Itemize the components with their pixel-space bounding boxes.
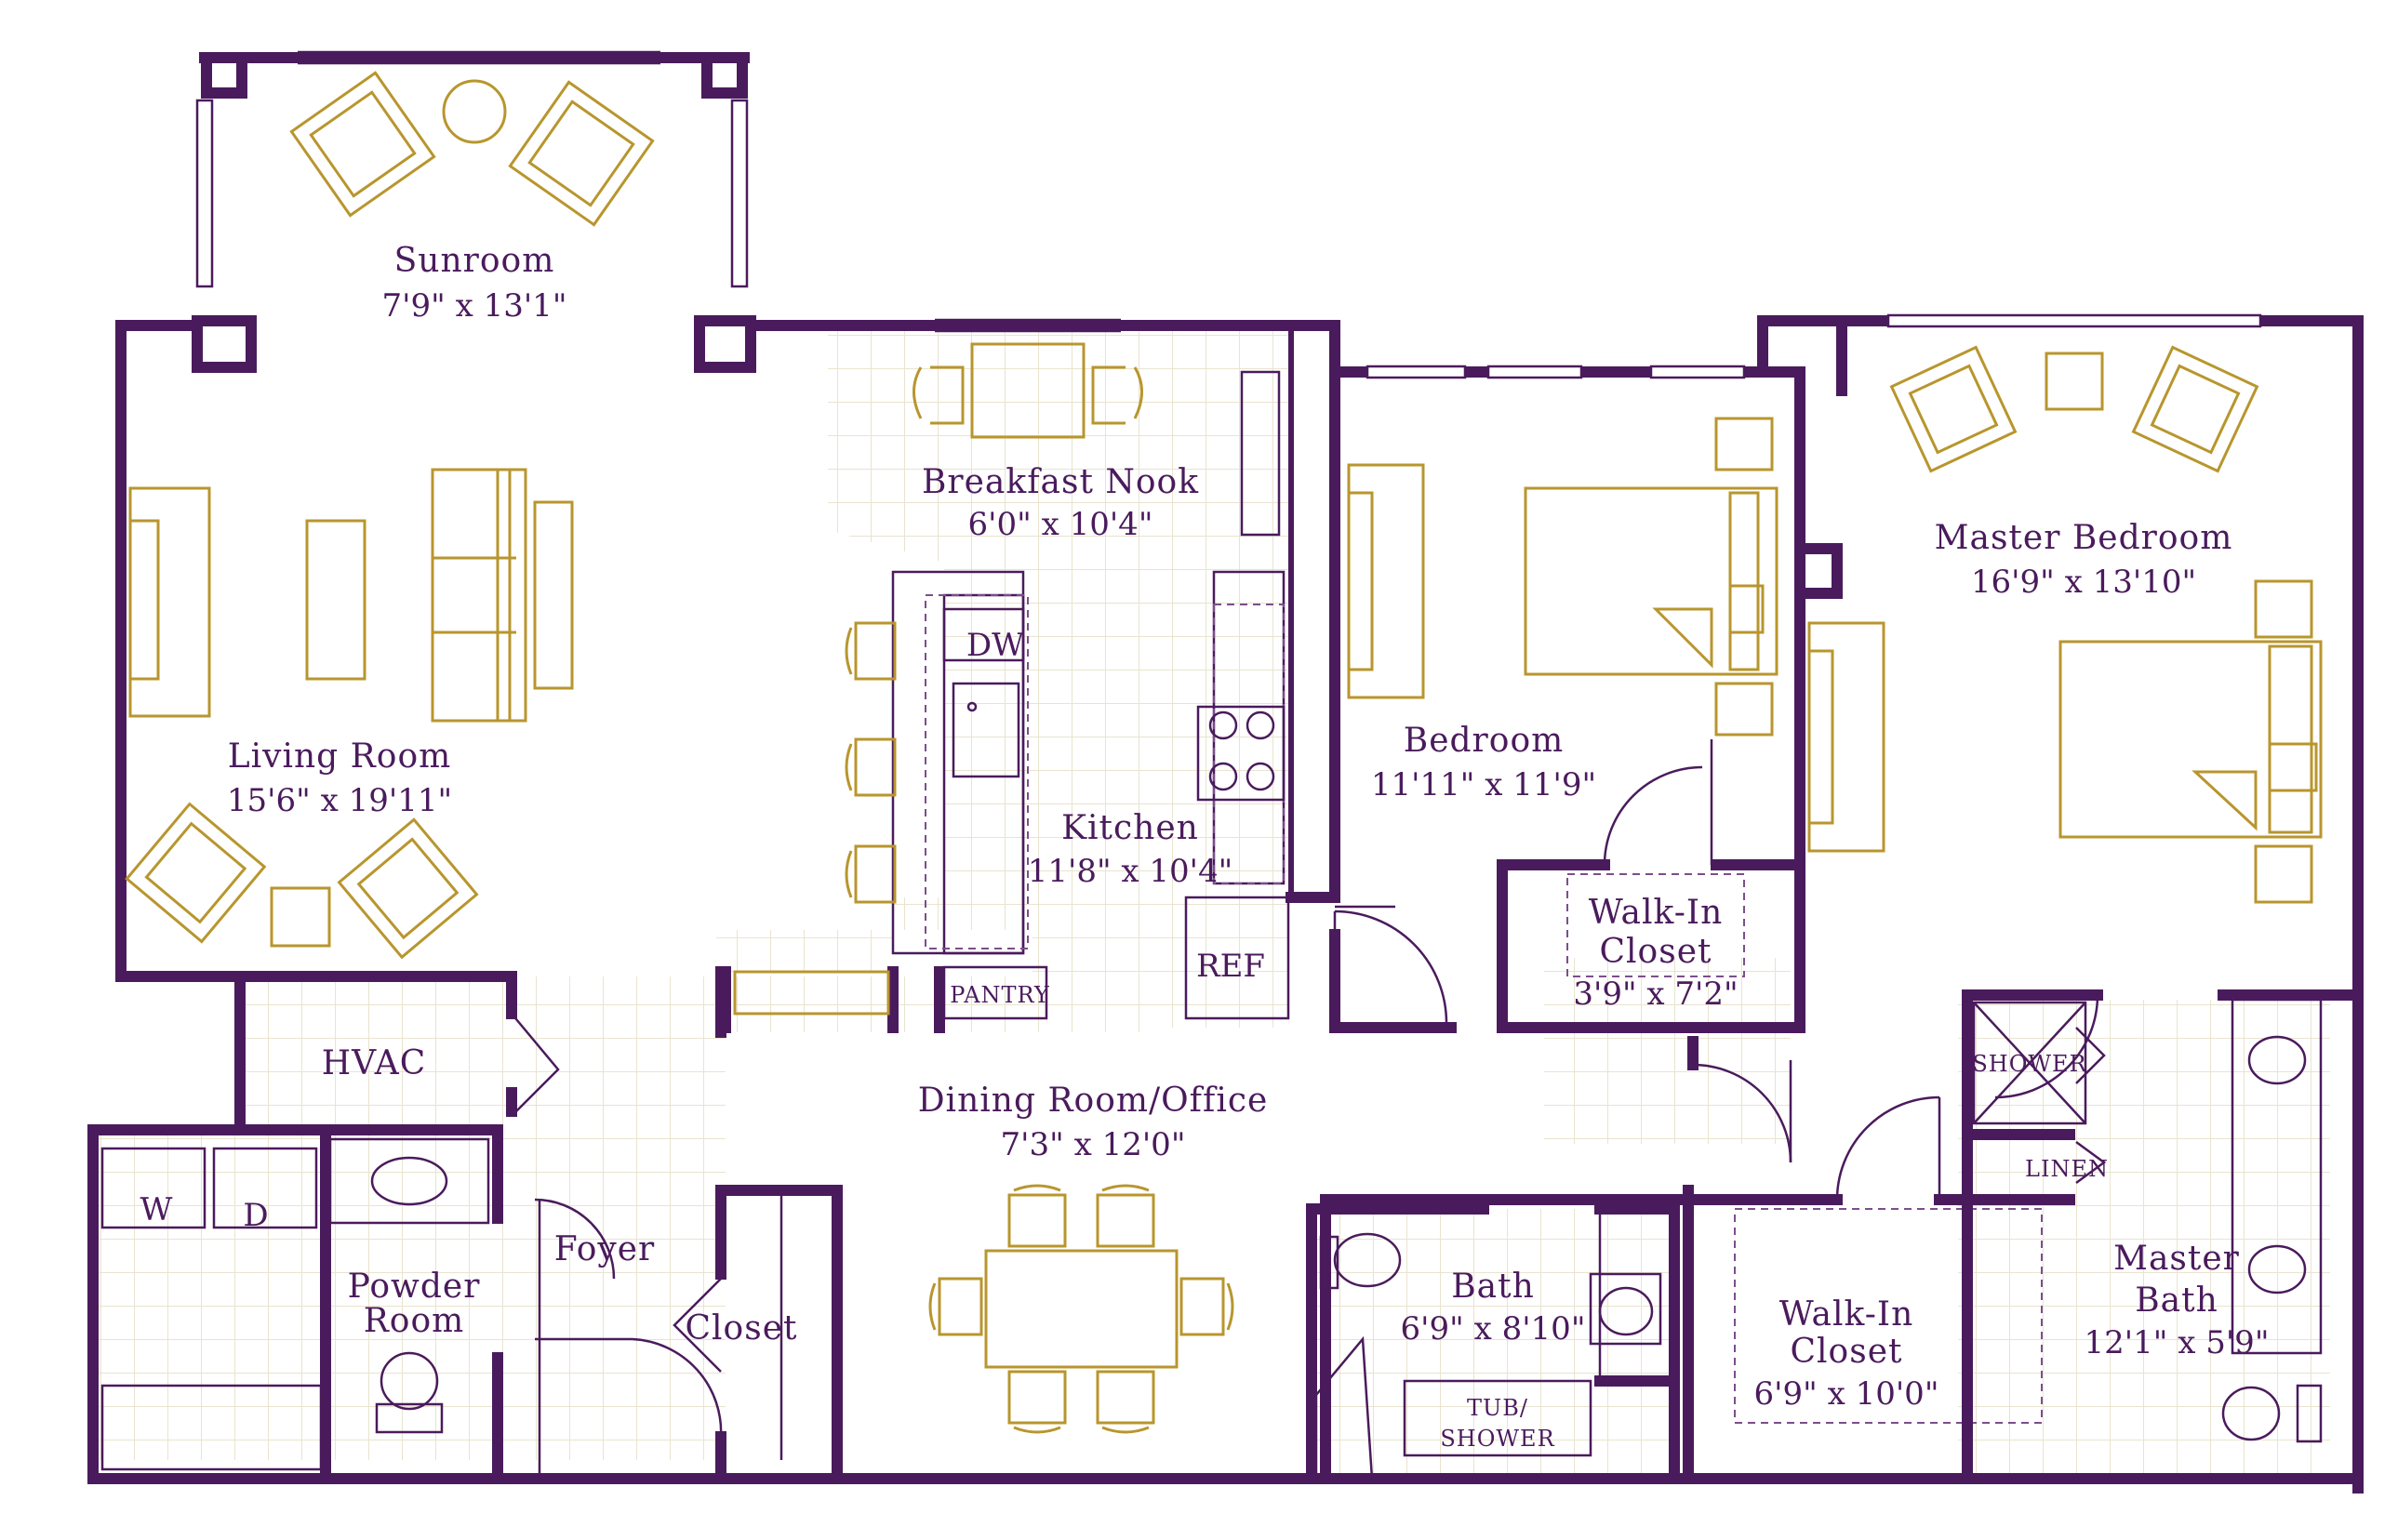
linen-label: LINEN (2025, 1156, 2109, 1182)
tub-label-line1: TUB/ (1467, 1395, 1528, 1421)
walk-in-closet-master-dims: 6'9" x 10'0" (1754, 1375, 1939, 1413)
breakfast-nook-dims: 6'0" x 10'4" (968, 506, 1153, 543)
dryer-label: D (243, 1197, 268, 1234)
refrigerator-label: REF (1196, 948, 1265, 985)
closet-name: Closet (686, 1309, 798, 1348)
furniture (125, 71, 2323, 1434)
sunroom-name: Sunroom (394, 242, 555, 280)
walk-in-closet-bedroom-line1: Walk-In (1589, 894, 1724, 932)
powder-room-line1: Powder (348, 1268, 481, 1306)
room-labels: Sunroom 7'9" x 13'1" Breakfast Nook 6'0"… (227, 242, 2270, 1413)
master-bedroom-name: Master Bedroom (1935, 519, 2233, 557)
walk-in-closet-master-line2: Closet (1791, 1333, 1903, 1371)
pantry-label: PANTRY (950, 982, 1050, 1008)
kitchen-name: Kitchen (1061, 809, 1199, 847)
powder-room-line2: Room (364, 1302, 465, 1340)
hvac-name: HVAC (322, 1044, 427, 1082)
living-room-name: Living Room (228, 737, 452, 776)
dining-room-dims: 7'3" x 12'0" (1001, 1126, 1186, 1163)
washer-label: W (140, 1191, 173, 1228)
master-bedroom-dims: 16'9" x 13'10" (1971, 564, 2196, 601)
kitchen-cabinets (891, 370, 1290, 1020)
walk-in-closet-bedroom-dims: 3'9" x 7'2" (1573, 976, 1738, 1013)
master-bath-line1: Master (2113, 1240, 2240, 1278)
shower-label: SHOWER (1972, 1051, 2086, 1077)
master-bath-line2: Bath (2135, 1281, 2218, 1320)
doors (511, 765, 2107, 1479)
fixture-labels: DW REF PANTRY W D SHOWER LINEN TUB/ SHOW… (140, 627, 2109, 1452)
living-room-dims: 15'6" x 19'11" (227, 782, 452, 819)
tile-floors (93, 327, 2330, 1483)
tub-label-line2: SHOWER (1440, 1426, 1554, 1452)
master-bath-dims: 12'1" x 5'9" (2085, 1324, 2270, 1361)
bedroom-dims: 11'11" x 11'9" (1371, 766, 1596, 803)
breakfast-nook-name: Breakfast Nook (922, 463, 1199, 501)
dishwasher-label: DW (966, 627, 1024, 664)
bath-name: Bath (1451, 1268, 1535, 1306)
bedroom-name: Bedroom (1404, 722, 1565, 760)
sunroom-dims: 7'9" x 13'1" (382, 287, 567, 325)
walk-in-closet-master-line1: Walk-In (1779, 1295, 1914, 1334)
dining-room-name: Dining Room/Office (918, 1082, 1269, 1120)
walk-in-closet-bedroom-line2: Closet (1600, 933, 1712, 971)
foyer-name: Foyer (554, 1230, 656, 1268)
kitchen-dims: 11'8" x 10'4" (1028, 853, 1233, 890)
bath-fixtures (100, 1035, 2323, 1480)
bath-dims: 6'9" x 8'10" (1401, 1310, 1586, 1348)
walls (87, 50, 2364, 1494)
